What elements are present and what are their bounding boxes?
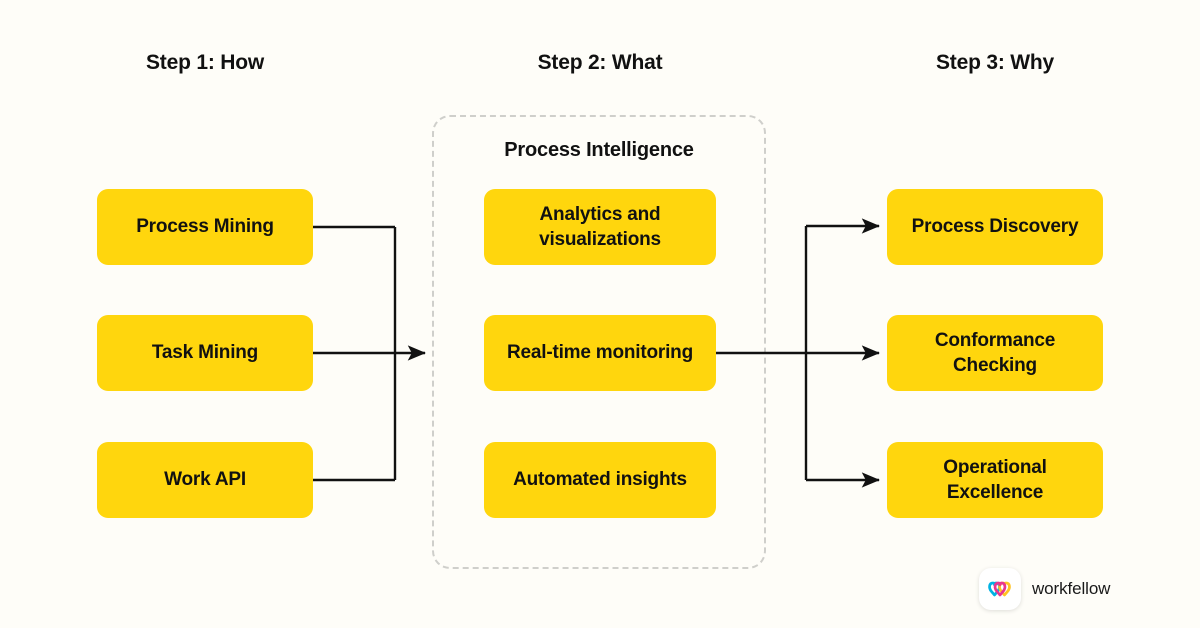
process-intelligence-title: Process Intelligence [504,139,694,161]
card-process-discovery[interactable]: Process Discovery [887,189,1103,265]
card-analytics-and-visualizations[interactable]: Analytics and visualizations [484,189,716,265]
card-automated-insights[interactable]: Automated insights [484,442,716,518]
process-intelligence-group [432,115,766,569]
brand-name: workfellow [1032,579,1111,598]
brand-lockup: workfellow [979,568,1110,610]
card-real-time-monitoring[interactable]: Real-time monitoring [484,315,716,391]
column-heading-how: Step 1: How [146,51,264,74]
card-task-mining[interactable]: Task Mining [97,315,313,391]
card-conformance-checking[interactable]: Conformance Checking [887,315,1103,391]
column-heading-why: Step 3: Why [936,51,1054,74]
card-operational-excellence[interactable]: Operational Excellence [887,442,1103,518]
card-process-mining[interactable]: Process Mining [97,189,313,265]
workfellow-loops-icon [979,568,1021,610]
column-heading-what: Step 2: What [537,51,663,74]
card-work-api[interactable]: Work API [97,442,313,518]
